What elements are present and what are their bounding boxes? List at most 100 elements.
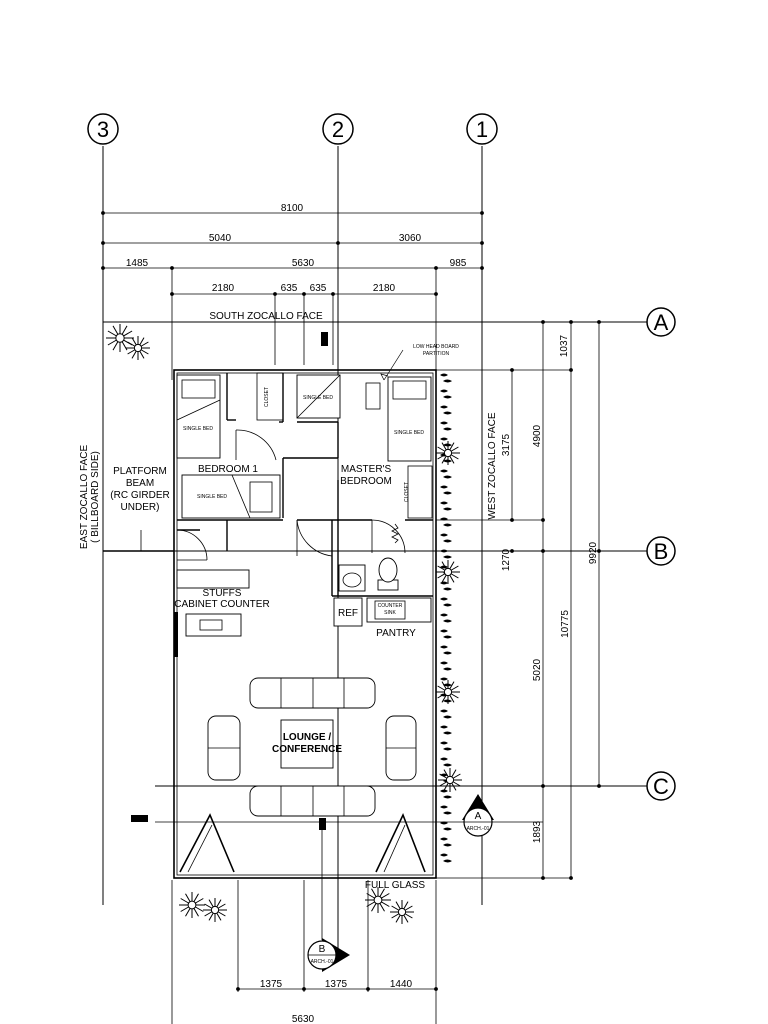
grid-lines bbox=[102, 146, 647, 960]
shrub-icon bbox=[440, 805, 452, 815]
shrub-icon bbox=[440, 709, 452, 719]
dim-overall-top: 8100 bbox=[281, 203, 304, 214]
dim-top-635-right: 635 bbox=[310, 283, 327, 294]
pantry-label: PANTRY bbox=[376, 628, 416, 639]
platform-beam-label-1: PLATFORM bbox=[113, 466, 167, 477]
lounge-chair-left bbox=[207, 715, 241, 781]
masters-bed-main bbox=[365, 376, 432, 462]
grid-bubble-b: B bbox=[646, 536, 676, 566]
lounge-label-1: LOUNGE / bbox=[283, 732, 332, 743]
partition-label-1: LOW HEAD BOARD bbox=[413, 344, 459, 350]
section-a-label: A bbox=[475, 811, 482, 822]
lounge-chair-right bbox=[385, 715, 417, 781]
ref-label: REF bbox=[338, 608, 358, 619]
svg-text:A: A bbox=[654, 310, 669, 335]
shrub-icon bbox=[440, 837, 452, 847]
conference-table bbox=[280, 719, 334, 769]
dim-bottom-1440: 1440 bbox=[390, 979, 413, 990]
shrub-icon bbox=[440, 469, 452, 479]
palm-tree-icon bbox=[390, 900, 414, 924]
section-b-marker bbox=[307, 818, 350, 972]
full-glass-label: FULL GLASS bbox=[365, 880, 426, 891]
shrub-icon bbox=[440, 373, 452, 383]
section-a-ref: ARCH.-01 bbox=[467, 826, 490, 832]
single-bed-label-mb-main: SINGLE BED bbox=[394, 430, 424, 436]
dim-top-3060: 3060 bbox=[399, 233, 422, 244]
shrub-icon bbox=[440, 693, 452, 703]
shrub-icon bbox=[440, 629, 452, 639]
single-bed-label-b1: SINGLE BED bbox=[183, 426, 213, 432]
dim-right-3175: 3175 bbox=[501, 433, 512, 456]
shrub-icon bbox=[440, 533, 452, 543]
shrub-icon bbox=[440, 613, 452, 623]
lounge-sofa-bottom bbox=[249, 785, 376, 817]
shrub-icon bbox=[440, 421, 452, 431]
entrance-doors bbox=[179, 812, 426, 873]
stuffs-cabinet bbox=[174, 569, 250, 657]
single-bed-label-b1-lower: SINGLE BED bbox=[197, 494, 227, 500]
shrub-icon bbox=[440, 389, 452, 399]
dim-top-5630: 5630 bbox=[292, 258, 315, 269]
palm-tree-icon bbox=[106, 324, 134, 352]
lounge-sofa-top bbox=[249, 677, 376, 709]
shrub-icon bbox=[440, 501, 452, 511]
partition-callout bbox=[380, 349, 404, 381]
palm-tree-icon bbox=[438, 768, 462, 792]
svg-text:3: 3 bbox=[97, 117, 109, 142]
closet-masters bbox=[407, 465, 433, 519]
dim-top-985: 985 bbox=[450, 258, 467, 269]
bedroom1-bed-bottom bbox=[181, 474, 281, 519]
shrub-icon bbox=[440, 741, 452, 751]
svg-text:B: B bbox=[654, 539, 669, 564]
section-a-marker bbox=[462, 794, 494, 837]
platform-beam-label-3: (RC GIRDER bbox=[110, 490, 169, 501]
section-a-marker-left bbox=[131, 815, 148, 822]
dim-top-1485: 1485 bbox=[126, 258, 149, 269]
counter-label: COUNTER bbox=[378, 603, 403, 609]
dim-top-635-left: 635 bbox=[281, 283, 298, 294]
dim-right-1893: 1893 bbox=[532, 820, 543, 843]
shrub-icon bbox=[440, 517, 452, 527]
section-b-label: B bbox=[319, 944, 326, 955]
palm-tree-icon bbox=[203, 898, 227, 922]
dim-right-4900: 4900 bbox=[532, 424, 543, 447]
grid-bubble-1: 1 bbox=[466, 113, 498, 145]
dim-right-1270: 1270 bbox=[501, 548, 512, 571]
palm-tree-icon bbox=[126, 336, 150, 360]
section-b-ref: ARCH.-01 bbox=[311, 959, 334, 965]
masters-label-2: BEDROOM bbox=[340, 476, 392, 487]
dim-top-5040: 5040 bbox=[209, 233, 232, 244]
masters-label-1: MASTER'S bbox=[341, 464, 392, 475]
dim-bottom-1375-left: 1375 bbox=[260, 979, 283, 990]
bottom-dimension-lines bbox=[171, 880, 438, 1024]
closet-label-b1: CLOSET bbox=[264, 387, 270, 407]
grid-bubble-a: A bbox=[646, 307, 676, 337]
lounge-label-2: CONFERENCE bbox=[272, 744, 342, 755]
top-dimension-lines bbox=[101, 211, 484, 380]
south-face-label: SOUTH ZOCALLO FACE bbox=[209, 311, 323, 322]
bath-fixtures bbox=[321, 332, 399, 592]
east-face-label: EAST ZOCALLO FACE bbox=[79, 445, 90, 550]
shrub-icon bbox=[440, 757, 452, 767]
shrub-icon bbox=[440, 677, 452, 687]
grid-bubble-2: 2 bbox=[322, 113, 354, 145]
palm-tree-icon bbox=[436, 560, 460, 584]
dim-bottom-5630: 5630 bbox=[292, 1014, 315, 1024]
shrub-icon bbox=[440, 725, 452, 735]
cabinet-counter-label: CABINET COUNTER bbox=[174, 599, 269, 610]
shrub-icon bbox=[440, 485, 452, 495]
shrub-icon bbox=[440, 789, 452, 799]
shrub-icon bbox=[440, 405, 452, 415]
shrub-icon bbox=[440, 549, 452, 559]
right-dimension-lines bbox=[436, 320, 601, 880]
shrub-icon bbox=[440, 581, 452, 591]
west-face-label: WEST ZOCALLO FACE bbox=[487, 412, 498, 519]
closet-label-mb: CLOSET bbox=[404, 482, 410, 502]
stuffs-label: STUFFS bbox=[203, 588, 242, 599]
masters-bed-single bbox=[296, 374, 341, 419]
sink-label: SINK bbox=[384, 610, 396, 616]
dim-right-5020: 5020 bbox=[532, 658, 543, 681]
palm-tree-icon bbox=[436, 680, 460, 704]
grid-bubble-3: 3 bbox=[87, 113, 119, 145]
